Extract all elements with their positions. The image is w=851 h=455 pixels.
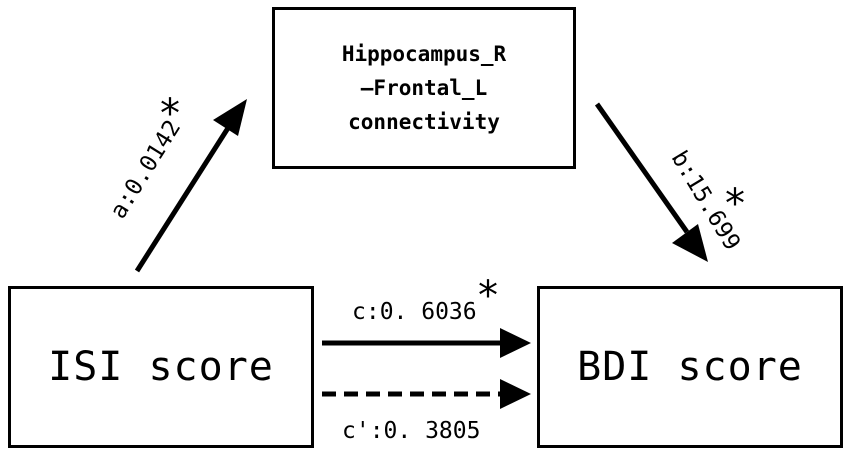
path-b-significance-marker: * [725,181,745,227]
mediator-line-3: connectivity [348,110,500,134]
mediator-line-2: —Frontal_L [360,76,488,100]
path-a-arrow [134,99,247,273]
outcome-box: BDI score [537,286,843,448]
outcome-label: BDI score [577,344,803,390]
path-c-arrow [322,328,531,358]
path-c-label: c:0. 6036 [352,299,477,325]
path-c-prime-arrow [322,379,531,409]
predictor-box: ISI score [8,286,314,448]
mediator-box: Hippocampus_R —Frontal_L connectivity [272,7,576,169]
path-a-significance-marker: * [160,91,180,137]
predictor-label: ISI score [48,344,274,390]
mediator-line-1: Hippocampus_R [341,42,507,66]
path-c-significance-marker: * [478,273,498,319]
path-c-prime-label: c':0. 3805 [342,418,481,444]
path-b-arrow [594,102,708,262]
